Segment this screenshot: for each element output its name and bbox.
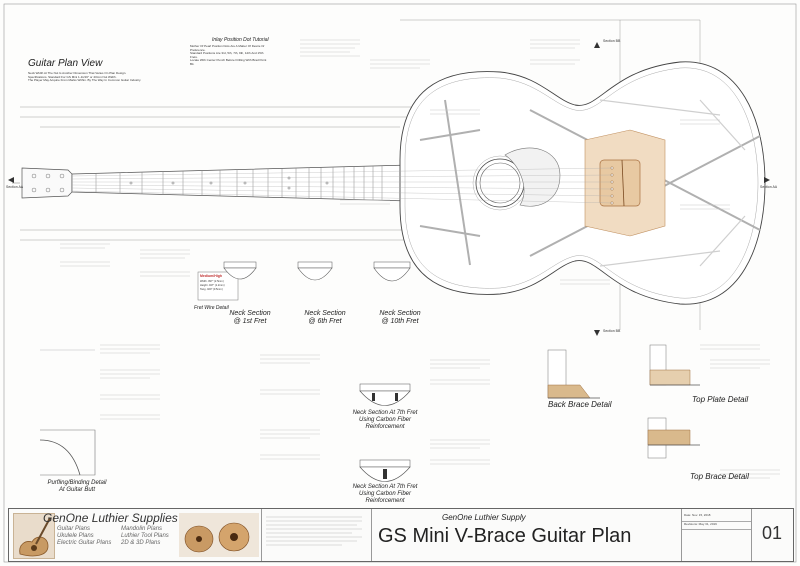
neck-section-line: Neck Section <box>379 310 421 317</box>
guitar-thumbnails <box>179 513 259 557</box>
plan-note: Specifications. Standard For GS Mini 1-1… <box>28 74 117 79</box>
brand-name: GenOne Luthier Supplies <box>43 511 178 525</box>
tuner-posts <box>31 173 65 193</box>
neck-7th-line: Reinforcement <box>365 424 405 430</box>
plan-notes: Neck Width At The Nut Is Another Dimensi… <box>28 71 148 83</box>
date-cell: Date: Nov. 15, 2018 Revisions: May 31, 2… <box>681 509 752 561</box>
fret-wire-spec: Width .097" (2.5mm) <box>200 280 224 283</box>
plan-note: The Player May Acquire From Marks Within… <box>28 78 142 83</box>
back-brace-title: Back Brace Detail <box>548 400 612 409</box>
brand-links-right: Mandolin Plans Luthier Tool Plans 2D & 3… <box>121 526 169 547</box>
soundhole <box>479 162 521 204</box>
neck-7th-section-b <box>359 459 411 482</box>
guitar-thumbnail-icons <box>184 522 250 553</box>
neck-section-1 <box>223 261 257 280</box>
neck-section-title: Neck Section @ 6th Fret <box>295 310 355 326</box>
neck-section-title: Neck Section @ 1st Fret <box>220 310 280 326</box>
purfling-line: At Guitar Butt <box>58 487 95 493</box>
inlay-tutorial-title: Inlay Position Dot Tutorial <box>212 37 269 43</box>
sheet-cell: 01 <box>751 509 794 561</box>
notes-cell <box>261 509 372 561</box>
link-ukulele-plans[interactable]: Ukulele Plans <box>57 533 94 539</box>
neck-7th-line: Neck Section At 7th Fret <box>352 484 418 490</box>
plan-title: GS Mini V-Brace Guitar Plan <box>378 525 632 547</box>
page-title: Guitar Plan View <box>28 58 103 69</box>
section-bb-top: Section BB <box>603 39 621 43</box>
section-markers <box>8 42 770 336</box>
fret-wire-spec: Tang .020" (0.5mm) <box>200 288 223 291</box>
notes-lines <box>266 516 362 546</box>
fret-wire-spec: Height .047" (1.2mm) <box>200 284 225 287</box>
top-brace-detail <box>647 417 700 459</box>
revision-notes <box>682 529 752 559</box>
inlay-dots <box>129 176 329 190</box>
top-plate-title: Top Plate Detail <box>692 395 749 404</box>
neck-7th-line: Reinforcement <box>365 498 405 504</box>
neck-section-line: @ 6th Fret <box>308 318 342 325</box>
neck-7th-title: Neck Section At 7th Fret Using Carbon Fi… <box>335 410 435 431</box>
inlay-note: Mother Of Pearl Position Dots Are A Matt… <box>190 44 265 52</box>
headstock <box>21 167 73 199</box>
inlay-note: Standard Positions Are 3rd, 5th, 7th, 9t… <box>190 51 264 59</box>
neck-7th-line: Using Carbon Fiber <box>358 417 412 423</box>
pickguard <box>504 147 561 207</box>
back-brace-detail <box>547 349 600 399</box>
purfling-detail <box>39 349 96 476</box>
saddle <box>621 159 625 207</box>
strings <box>71 167 613 204</box>
link-mandolin-plans[interactable]: Mandolin Plans <box>121 526 163 532</box>
guitar-logo-icon <box>19 517 51 557</box>
neck-section-6 <box>297 261 333 281</box>
plan-revision: Revisions: May 31, 2019 <box>682 521 752 526</box>
section-bb-bottom: Section BB <box>603 329 621 333</box>
note-lines <box>60 39 780 479</box>
tone-bars <box>599 99 746 267</box>
neck-section-line: @ 10th Fret <box>381 318 419 325</box>
purfling-title: Purfling/Binding Detail At Guitar Butt <box>32 480 122 494</box>
neck-7th-line: Using Carbon Fiber <box>358 491 412 497</box>
title-cell: GenOne Luthier Supply GS Mini V-Brace Gu… <box>371 509 682 561</box>
neck-7th-line: Neck Section At 7th Fret <box>352 410 418 416</box>
neck-section-10 <box>373 261 411 282</box>
fret-wire-size: Medium/High <box>200 274 222 278</box>
top-plate-detail <box>649 344 700 386</box>
frets <box>95 165 383 201</box>
purfling-line: Purfling/Binding Detail <box>47 480 107 486</box>
logo-image <box>13 513 55 559</box>
neck-section-line: Neck Section <box>304 310 346 317</box>
neck-section-line: @ 1st Fret <box>233 318 267 325</box>
section-aa-left: Section AA <box>6 185 24 189</box>
neck-7th-title: Neck Section At 7th Fret Using Carbon Fi… <box>335 484 435 505</box>
fret-wire-title: Fret Wire Detail <box>194 305 229 311</box>
link-tool-plans[interactable]: Luthier Tool Plans <box>121 533 169 539</box>
supply-name: GenOne Luthier Supply <box>442 513 526 522</box>
fret-wire-box <box>197 271 239 301</box>
guitar-body-outline <box>399 61 766 305</box>
inlay-tutorial-notes: Mother Of Pearl Position Dots Are A Matt… <box>190 44 270 67</box>
bridge <box>599 159 641 207</box>
link-guitar-plans[interactable]: Guitar Plans <box>57 526 91 532</box>
inlay-note: Locate With Center Punch Before Drilling… <box>190 58 267 66</box>
section-aa-right: Section AA <box>760 185 778 189</box>
sheet-number: 01 <box>762 523 783 543</box>
neck-section-title: Neck Section @ 10th Fret <box>370 310 430 326</box>
binding-line <box>404 67 759 299</box>
neck-7th-section-a <box>359 383 411 406</box>
link-3d-plans[interactable]: 2D & 3D Plans <box>121 540 161 546</box>
brand-links-left: Guitar Plans Ukulele Plans Electric Guit… <box>57 526 111 547</box>
neck <box>71 164 411 202</box>
top-brace-title: Top Brace Detail <box>690 472 749 481</box>
plan-note: Neck Width At The Nut Is Another Dimensi… <box>28 71 127 75</box>
neck-section-line: Neck Section <box>229 310 271 317</box>
title-block: GenOne Luthier Supplies Guitar Plans Uku… <box>8 508 794 562</box>
link-electric-plans[interactable]: Electric Guitar Plans <box>57 540 112 546</box>
plan-date: Date: Nov. 15, 2018 <box>684 513 711 517</box>
